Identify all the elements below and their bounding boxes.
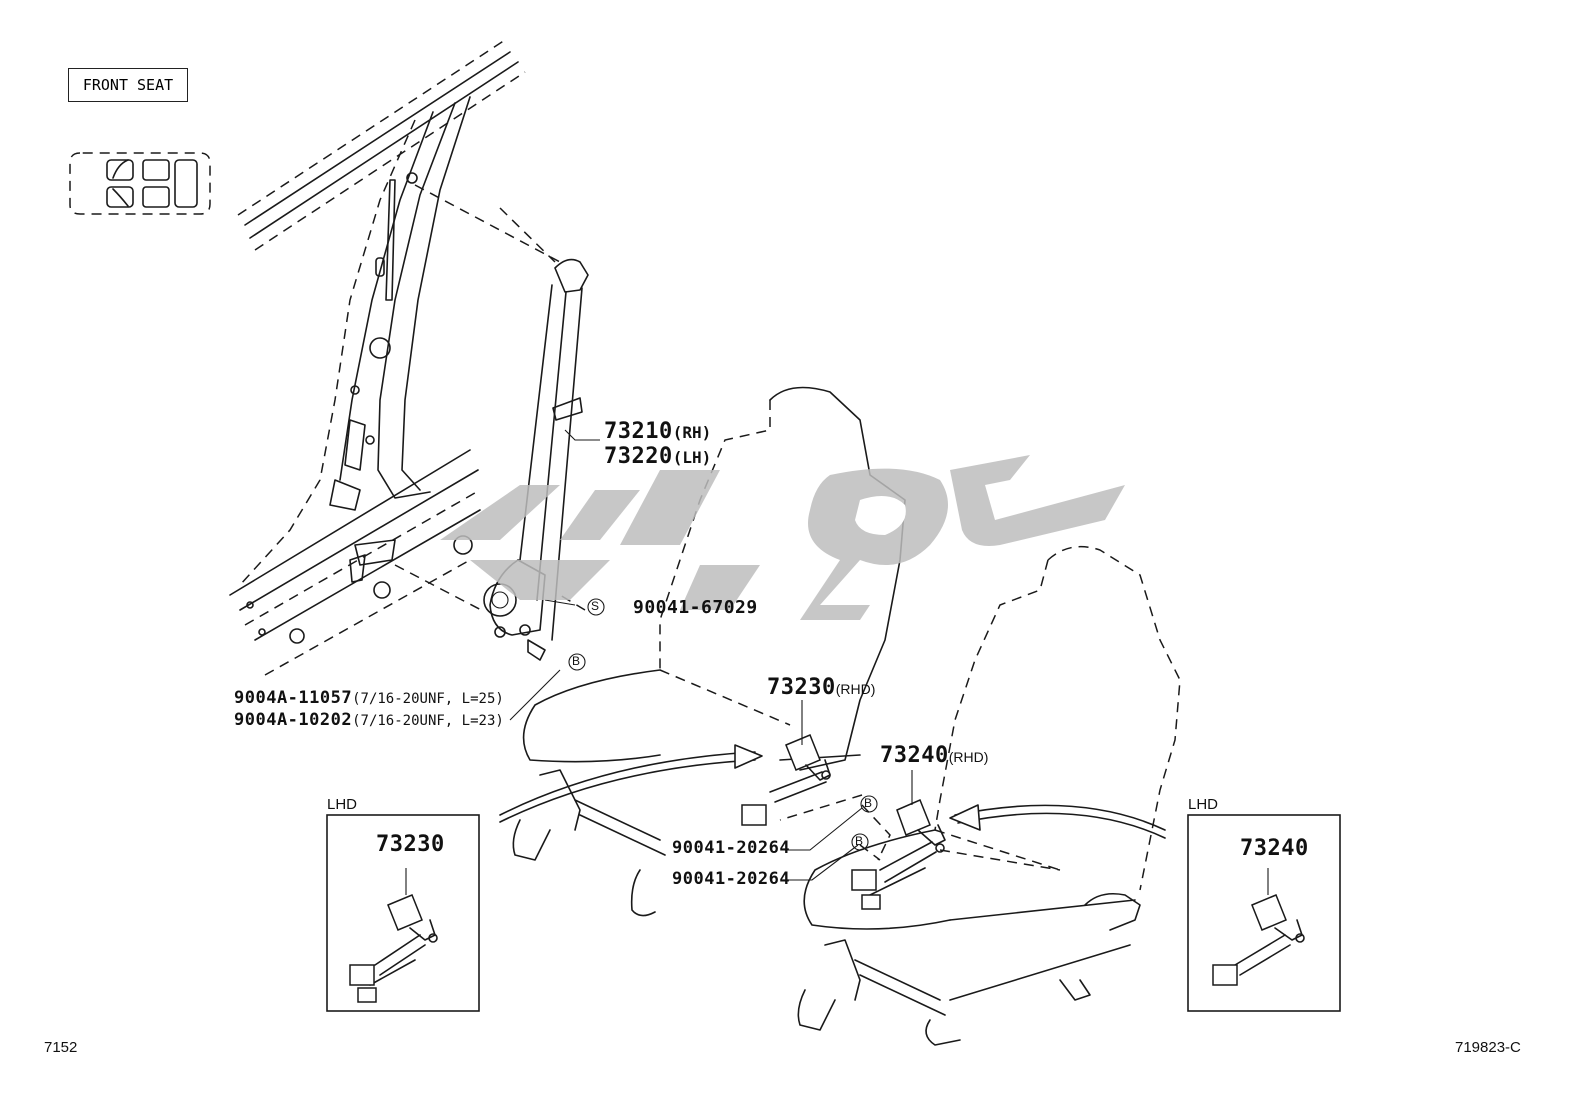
part-spec: (7/16-20UNF, L=25) [352,691,504,707]
part-suffix: (RHD) [948,749,989,765]
part-spec: (7/16-20UNF, L=23) [352,713,504,729]
part-suffix: (RHD) [835,681,876,697]
inset-left-title: LHD [327,796,358,813]
marker-s [587,598,605,616]
label-bolt-1: 9004A-11057(7/16-20UNF, L=25) [234,690,504,707]
inset-left-frame [326,814,480,1012]
inset-left-buckle [349,868,438,1003]
inset-right-title: LHD [1188,796,1219,813]
part-suffix: (LH) [672,448,712,467]
label-buckle-73240-rhd: 73240(RHD) [880,745,988,767]
part-number: 73240 [880,743,949,768]
front-seat-right [797,545,1181,1046]
page-title: FRONT SEAT [68,68,188,102]
body-roof-rail [237,39,526,251]
label-bolt-4: 90041-20264 [672,869,791,889]
footer-left-code: 7152 [44,1039,78,1056]
label-bolt-2: 9004A-10202(7/16-20UNF, L=23) [234,712,504,729]
label-belt-lh: 73220(LH) [604,446,711,468]
leader-lines [509,429,913,881]
footer-right-code: 719823-C [1455,1039,1521,1056]
label-bolt-s: 90041-67029 [633,597,758,618]
marker-b-letter-2: B [864,796,873,810]
part-number: 73220 [604,444,673,469]
label-buckle-73230-rhd: 73230(RHD) [767,677,875,699]
inset-right-buckle [1212,868,1305,986]
part-number: 73230 [767,675,836,700]
inset-right-frame [1187,814,1341,1012]
part-suffix: (RH) [672,423,712,442]
watermark-logo [440,455,1125,620]
marker-b-1 [568,653,586,671]
inset-left-part: 73230 [376,832,445,857]
label-bolt-3: 90041-20264 [672,838,791,858]
marker-b-letter-3: B [855,834,864,848]
part-number: 9004A-11057 [234,688,353,708]
marker-b-3 [851,833,869,851]
part-number: 9004A-10202 [234,710,353,730]
inset-right-part: 73240 [1240,836,1309,861]
label-belt-rh: 73210(RH) [604,421,711,443]
marker-b-2 [860,795,878,813]
seat-layout-icon [69,152,211,215]
marker-b-letter-1: B [572,654,581,668]
marker-s-letter: S [591,599,600,613]
part-number: 73210 [604,419,673,444]
body-b-pillar [229,96,481,676]
